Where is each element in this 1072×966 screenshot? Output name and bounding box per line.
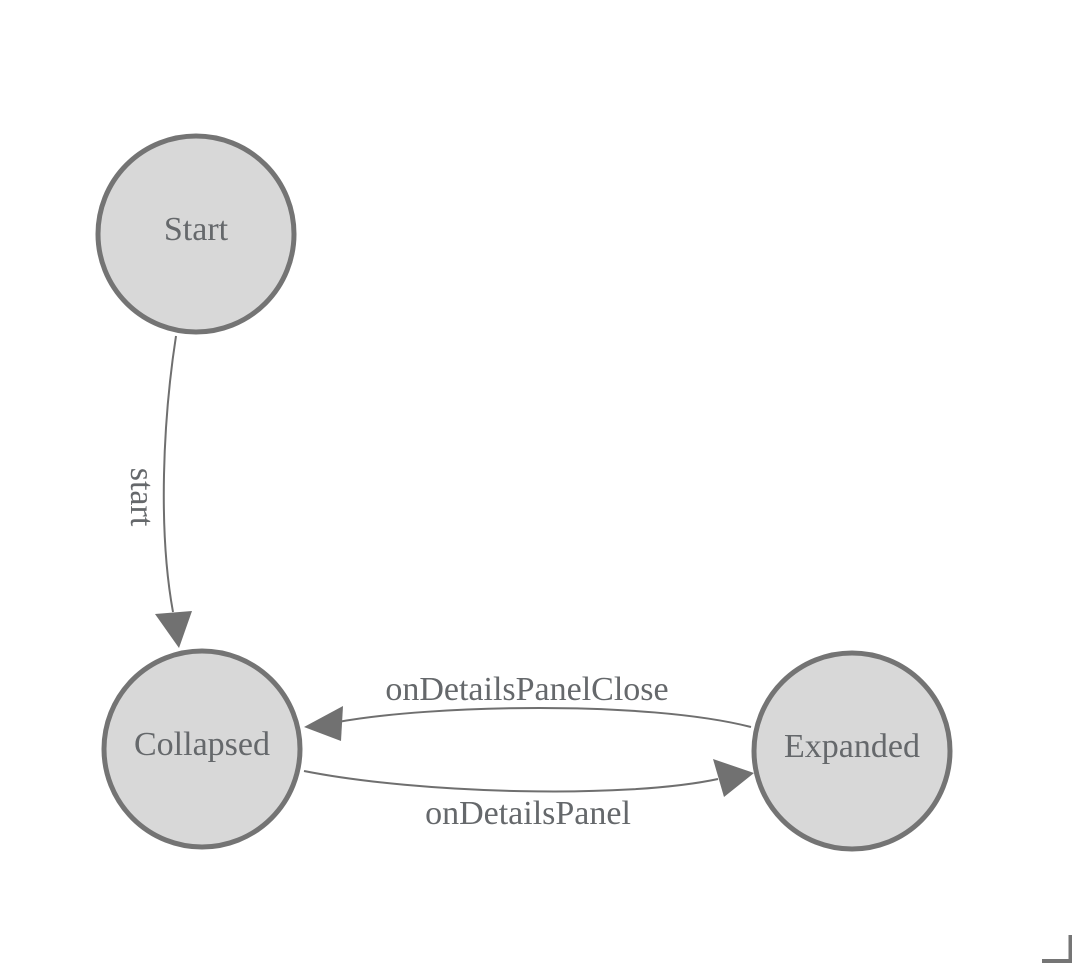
transition-on-details-panel-label[interactable]: onDetailsPanel <box>425 795 631 832</box>
state-node-start: Start <box>95 133 297 335</box>
transition-on-details-panel-close-arrowhead <box>304 706 343 741</box>
resize-corner-handle[interactable] <box>1042 935 1072 963</box>
transition-start-label[interactable]: start <box>123 468 160 527</box>
state-circle-start[interactable] <box>95 133 297 335</box>
transition-on-details-panel-close: onDetailsPanelClose <box>304 671 752 741</box>
transition-on-details-panel-close-label[interactable]: onDetailsPanelClose <box>385 671 668 708</box>
transition-start: start <box>123 335 192 648</box>
state-label-collapsed: Collapsed <box>134 726 270 763</box>
transition-on-details-panel-close-line <box>337 707 752 728</box>
transition-start-line <box>162 335 177 613</box>
transition-on-details-panel: onDetailsPanel <box>303 759 754 832</box>
state-node-expanded: Expanded <box>751 650 953 852</box>
state-node-collapsed: Collapsed <box>101 648 303 850</box>
transition-on-details-panel-arrowhead <box>713 759 754 797</box>
transition-on-details-panel-line <box>303 770 719 793</box>
state-circle-expanded[interactable] <box>751 650 953 852</box>
state-label-expanded: Expanded <box>784 728 920 765</box>
state-circle-collapsed[interactable] <box>101 648 303 850</box>
transition-start-arrowhead <box>155 611 192 648</box>
state-label-start: Start <box>164 211 229 248</box>
